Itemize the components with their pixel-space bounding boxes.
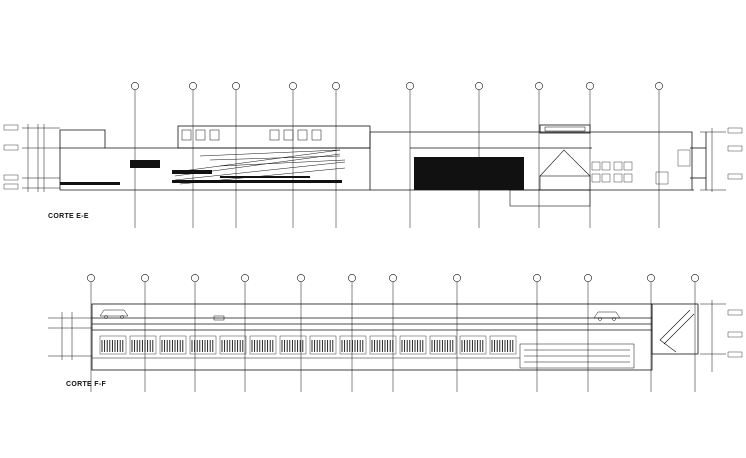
parking-bay [189, 335, 217, 355]
section-ff-axis-bubble [141, 274, 149, 282]
section-ff-axis-bubble [389, 274, 397, 282]
section-ee-drawing: CORTE E-E [3, 82, 743, 228]
section-ff-axis-bubble [691, 274, 699, 282]
section-ee-axis-bubble [131, 82, 139, 90]
section-ff-axis-bubble [297, 274, 305, 282]
section-ff-building-outline [91, 303, 699, 371]
parking-bay [369, 335, 397, 355]
section-ee-left-level-tags [3, 124, 19, 190]
section-ee-axis-bubble [332, 82, 340, 90]
section-ff-left-dimensions [48, 312, 92, 360]
section-ff-right-dimensions [700, 300, 726, 372]
parking-bay [399, 335, 427, 355]
section-ee-ramps [174, 149, 346, 185]
section-ff-drawing: CORTE F-F [48, 274, 743, 392]
parking-bay [159, 335, 187, 355]
section-ff-axis-bubble [584, 274, 592, 282]
parking-bay [129, 335, 157, 355]
section-ff-axis-bubble [241, 274, 249, 282]
section-ff-axis-bubble [647, 274, 655, 282]
section-ff-axis-bubble [87, 274, 95, 282]
section-ee-axis-bubble [232, 82, 240, 90]
section-ee-dark-bands [60, 160, 342, 185]
section-ff-title: CORTE F-F [66, 381, 106, 388]
section-ee-right-dimensions [700, 128, 726, 192]
section-ee-gable [509, 149, 591, 207]
parking-bay [429, 335, 457, 355]
section-ee-dark-opening [414, 157, 524, 190]
section-ee-axis-bubble [475, 82, 483, 90]
section-ff-axis-bubble [453, 274, 461, 282]
section-ee-axis-bubble [289, 82, 297, 90]
section-ff-lower-band [92, 343, 635, 369]
section-ee-right-fixtures [591, 149, 691, 185]
section-ee-title: CORTE E-E [48, 213, 89, 220]
section-ff-axis-bubble [348, 274, 356, 282]
section-ff-right-level-tags [727, 309, 743, 358]
parking-bay [489, 335, 517, 355]
parking-bay [309, 335, 337, 355]
parking-bay [99, 335, 127, 355]
section-ff-parking-bays [99, 335, 517, 355]
section-ff-axis-bubble [191, 274, 199, 282]
parking-bay [219, 335, 247, 355]
section-ee-left-dimensions [22, 124, 60, 192]
section-ff-stair [659, 309, 695, 353]
section-ee-upper-windows [181, 126, 586, 141]
section-ee-axis-bubble [586, 82, 594, 90]
section-ee-axis-bubble [189, 82, 197, 90]
section-ff-cars [99, 309, 621, 321]
section-ee-building-outline [59, 124, 707, 191]
section-ee-right-level-tags [727, 127, 743, 180]
section-ee-axis-bubble [406, 82, 414, 90]
parking-bay [459, 335, 487, 355]
section-ee-axis-bubble [535, 82, 543, 90]
section-ff-grid-axes [87, 274, 699, 392]
parking-bay [249, 335, 277, 355]
parking-bay [279, 335, 307, 355]
parking-bay [339, 335, 367, 355]
section-ff-axis-bubble [533, 274, 541, 282]
section-ee-axis-bubble [655, 82, 663, 90]
